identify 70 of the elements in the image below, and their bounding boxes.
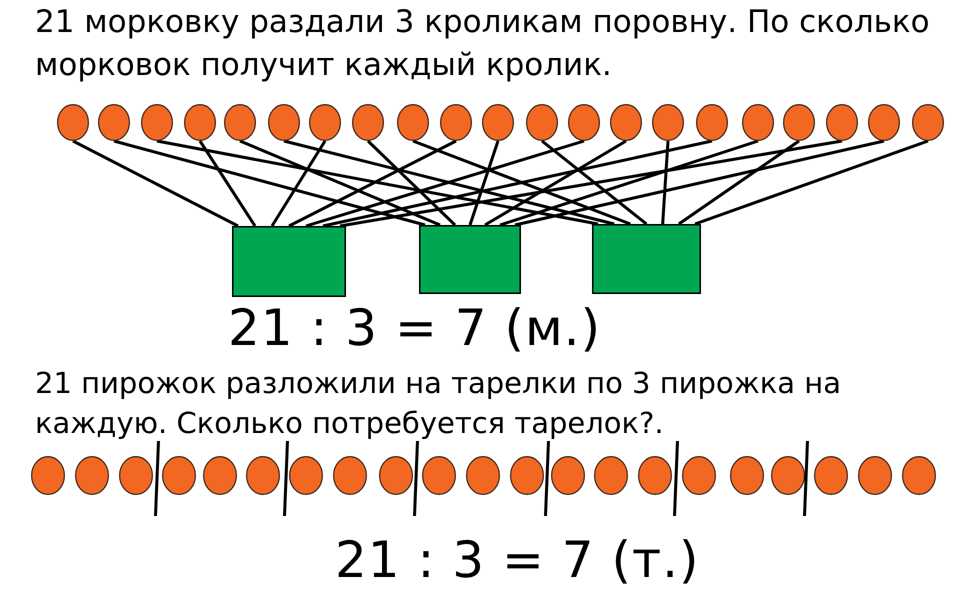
- counter-circle: [203, 456, 237, 495]
- counter-circle: [696, 104, 728, 141]
- connector-line: [661, 140, 670, 224]
- counter-circle: [638, 456, 672, 495]
- connector-line: [270, 140, 326, 227]
- counter-circle: [814, 456, 848, 495]
- counter-circle: [268, 104, 300, 141]
- counter-circle: [246, 456, 280, 495]
- counter-circle: [379, 456, 413, 495]
- counter-circle: [289, 456, 323, 495]
- counter-circle: [594, 456, 628, 495]
- connector-line: [114, 140, 426, 226]
- counter-circle: [783, 104, 815, 141]
- counter-circle: [224, 104, 256, 141]
- counter-circle: [466, 456, 500, 495]
- counter-circle: [440, 104, 472, 141]
- counter-circle: [610, 104, 642, 141]
- connector-line: [412, 140, 631, 226]
- counter-circle: [730, 456, 764, 495]
- counter-circle: [141, 104, 173, 141]
- connector-line: [500, 140, 758, 226]
- connector-line: [468, 140, 500, 226]
- counter-circle: [868, 104, 900, 141]
- connector-line: [694, 140, 928, 226]
- counter-circle: [742, 104, 774, 141]
- counter-circle: [31, 456, 65, 495]
- counter-circle: [397, 104, 429, 141]
- connector-line: [678, 140, 800, 226]
- connector-line: [322, 140, 712, 228]
- counter-circle: [912, 104, 944, 141]
- counter-circle: [333, 456, 367, 495]
- connector-line: [198, 140, 256, 227]
- connector-line: [366, 140, 456, 226]
- connector-line: [340, 140, 842, 228]
- connector-line: [284, 140, 615, 226]
- counter-circle: [902, 456, 936, 495]
- group-box: [232, 226, 346, 297]
- connector-line: [288, 140, 457, 228]
- counter-circle: [309, 104, 341, 141]
- connector-line: [484, 140, 627, 226]
- counter-circle: [510, 456, 544, 495]
- counter-circle: [551, 456, 585, 495]
- counter-circle: [352, 104, 384, 141]
- problem-text: 21 пирожок разложили на тарелки по 3 пирожка на каждую. Сколько потребуется тарелок?.: [35, 365, 842, 442]
- counter-circle: [858, 456, 892, 495]
- counter-circle: [184, 104, 216, 141]
- counter-circle: [422, 456, 456, 495]
- connector-line: [306, 140, 584, 228]
- group-box: [592, 224, 701, 294]
- counter-circle: [75, 456, 109, 495]
- connector-line: [514, 140, 884, 226]
- group-box: [419, 225, 521, 294]
- equation-text: 21 : 3 = 7 (т.): [335, 532, 700, 588]
- connector-line: [239, 140, 441, 226]
- connector-line: [156, 140, 598, 226]
- counter-circle: [482, 104, 514, 141]
- counter-circle: [57, 104, 89, 141]
- counter-circle: [682, 456, 716, 495]
- counter-circle: [162, 456, 196, 495]
- counter-circle: [526, 104, 558, 141]
- counter-circle: [652, 104, 684, 141]
- connector-line: [72, 140, 239, 228]
- counter-circle: [568, 104, 600, 141]
- counter-circle: [771, 456, 805, 495]
- equation-text: 21 : 3 = 7 (м.): [228, 300, 602, 356]
- counter-circle: [119, 456, 153, 495]
- counter-circle: [826, 104, 858, 141]
- counter-circle: [98, 104, 130, 141]
- connector-line: [541, 140, 648, 226]
- problem-text: 21 морковку раздали 3 кроликам поровну. По сколько морковок получит каждый кролик.: [35, 3, 931, 85]
